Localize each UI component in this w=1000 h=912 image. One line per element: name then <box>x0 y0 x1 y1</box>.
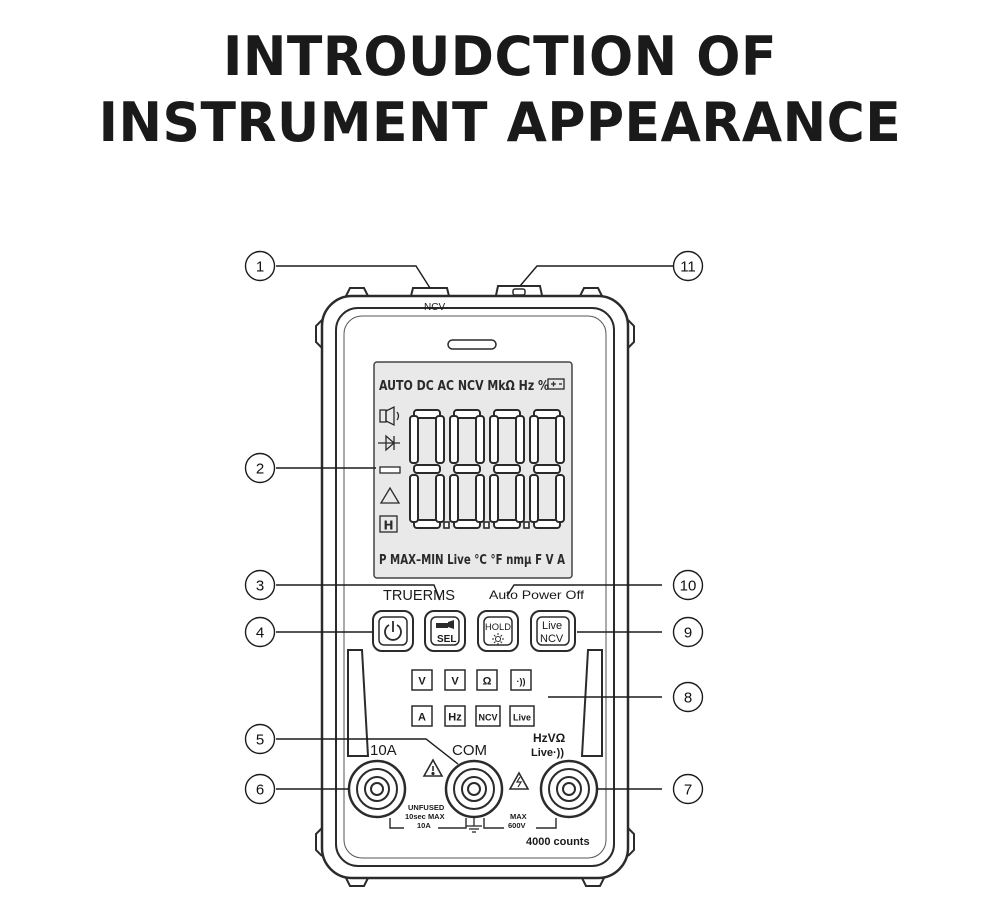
lcd-digits <box>409 409 565 529</box>
warning-left-line1: UNFUSED <box>408 803 445 812</box>
function-indicator-label: ·)) <box>517 677 526 687</box>
function-indicator-label: Live <box>513 713 531 723</box>
flashlight-lens <box>512 288 526 296</box>
warning-left-line2: 10sec MAX <box>405 812 445 821</box>
svg-text:1: 1 <box>256 259 264 276</box>
function-indicator: A <box>411 705 433 727</box>
function-indicator: Ω <box>476 669 498 691</box>
function-indicator-label: V <box>451 676 459 688</box>
power-icon <box>384 621 402 641</box>
svg-text:9: 9 <box>684 625 692 642</box>
callout-3: 3 <box>244 569 276 601</box>
svg-text:3: 3 <box>256 578 264 595</box>
svg-text:7: 7 <box>684 782 692 799</box>
function-row-1: V V Ω ·)) <box>411 669 532 691</box>
lcd-hold-letter: H <box>384 519 394 533</box>
right-side-grip <box>580 649 603 757</box>
warning-icon-right <box>508 771 530 790</box>
warning-right-line2: 600V <box>508 821 526 830</box>
svg-text:10: 10 <box>680 578 697 595</box>
delta-icon <box>379 486 401 504</box>
ncv-label: NCV <box>424 302 445 313</box>
live-ncv-label-1: Live <box>542 620 562 632</box>
lcd-digit <box>443 409 485 529</box>
ground-icon <box>466 818 482 833</box>
svg-text:11: 11 <box>680 259 696 276</box>
flashlight-icon <box>436 620 454 629</box>
callouts: 1 11 2 3 10 4 9 8 5 6 7 <box>244 250 704 805</box>
function-indicator-label: A <box>418 712 426 724</box>
function-indicator-label: NCV <box>478 713 497 723</box>
callout-11: 11 <box>672 250 704 282</box>
warning-icon-left <box>422 758 444 777</box>
svg-text:2: 2 <box>256 461 264 478</box>
jack-10a[interactable] <box>347 759 407 819</box>
hold-button[interactable]: HOLD <box>477 610 519 652</box>
minus-indicator <box>379 466 401 474</box>
function-indicator: NCV <box>475 705 501 727</box>
callout-10: 10 <box>672 569 704 601</box>
callout-9: 9 <box>672 616 704 648</box>
callout-7: 7 <box>672 773 704 805</box>
function-indicator: Hz <box>444 705 466 727</box>
svg-text:4: 4 <box>256 625 264 642</box>
live-ncv-label-2: NCV <box>540 633 564 645</box>
sel-button-label: SEL <box>437 634 456 645</box>
jack-com[interactable] <box>444 759 504 819</box>
callout-2: 2 <box>244 452 276 484</box>
jack-label-10a: 10A <box>370 742 397 759</box>
jack-label-live: Live·)) <box>531 747 564 759</box>
callout-8: 8 <box>672 681 704 713</box>
title-line-1: INTROUDCTION OF <box>222 25 777 89</box>
truerms-label: TRUERMS <box>383 587 455 604</box>
leader-lines <box>276 265 682 790</box>
left-side-grip <box>347 649 370 757</box>
auto-power-off-label: Auto Power Off <box>489 588 585 602</box>
bumper-notches <box>315 287 635 887</box>
function-indicator: V <box>444 669 466 691</box>
jack-v-ohm[interactable] <box>539 759 599 819</box>
function-indicator-label: V <box>418 676 426 688</box>
counts-label: 4000 counts <box>526 836 590 848</box>
power-button[interactable] <box>372 610 414 652</box>
title-line-2: INSTRUMENT APPEARANCE <box>98 91 902 155</box>
function-indicator-label: Ω <box>483 676 492 688</box>
lcd-side-icons <box>378 405 401 533</box>
function-indicator-label: Hz <box>448 712 462 724</box>
lcd-digit <box>409 409 445 529</box>
warning-left-line3: 10A <box>417 821 431 830</box>
callout-1: 1 <box>244 250 276 282</box>
sel-button[interactable]: SEL <box>424 610 466 652</box>
lcd-digit <box>523 409 565 529</box>
lcd-battery-icon <box>547 378 565 390</box>
lcd-bottom-row: P MAX–MIN Live °C °F nmμ F V A <box>379 553 565 568</box>
lcd-digit <box>483 409 525 529</box>
function-indicator: ·)) <box>510 669 532 691</box>
jack-bracket-lines <box>389 818 557 829</box>
jack-label-com: COM <box>452 742 487 759</box>
callout-4: 4 <box>244 616 276 648</box>
function-indicator: V <box>411 669 433 691</box>
warning-right-line1: MAX <box>510 812 527 821</box>
indicator-slot <box>447 339 497 350</box>
svg-text:5: 5 <box>256 732 264 749</box>
lcd-top-row: AUTO DC AC NCV MkΩ Hz % <box>379 379 549 394</box>
function-indicator: Live <box>509 705 535 727</box>
live-ncv-button[interactable]: Live NCV <box>530 610 576 652</box>
hold-button-label: HOLD <box>485 622 511 633</box>
callout-6: 6 <box>244 773 276 805</box>
function-row-2: A Hz NCV Live <box>411 705 535 727</box>
svg-text:6: 6 <box>256 782 264 799</box>
backlight-icon <box>492 633 504 645</box>
jack-label-hzvohm: HzVΩ <box>533 731 566 745</box>
page-title: INTROUDCTION OF INSTRUMENT APPEARANCE <box>0 24 1000 156</box>
callout-5: 5 <box>244 723 276 755</box>
svg-text:8: 8 <box>684 690 692 707</box>
hold-indicator <box>379 515 398 533</box>
